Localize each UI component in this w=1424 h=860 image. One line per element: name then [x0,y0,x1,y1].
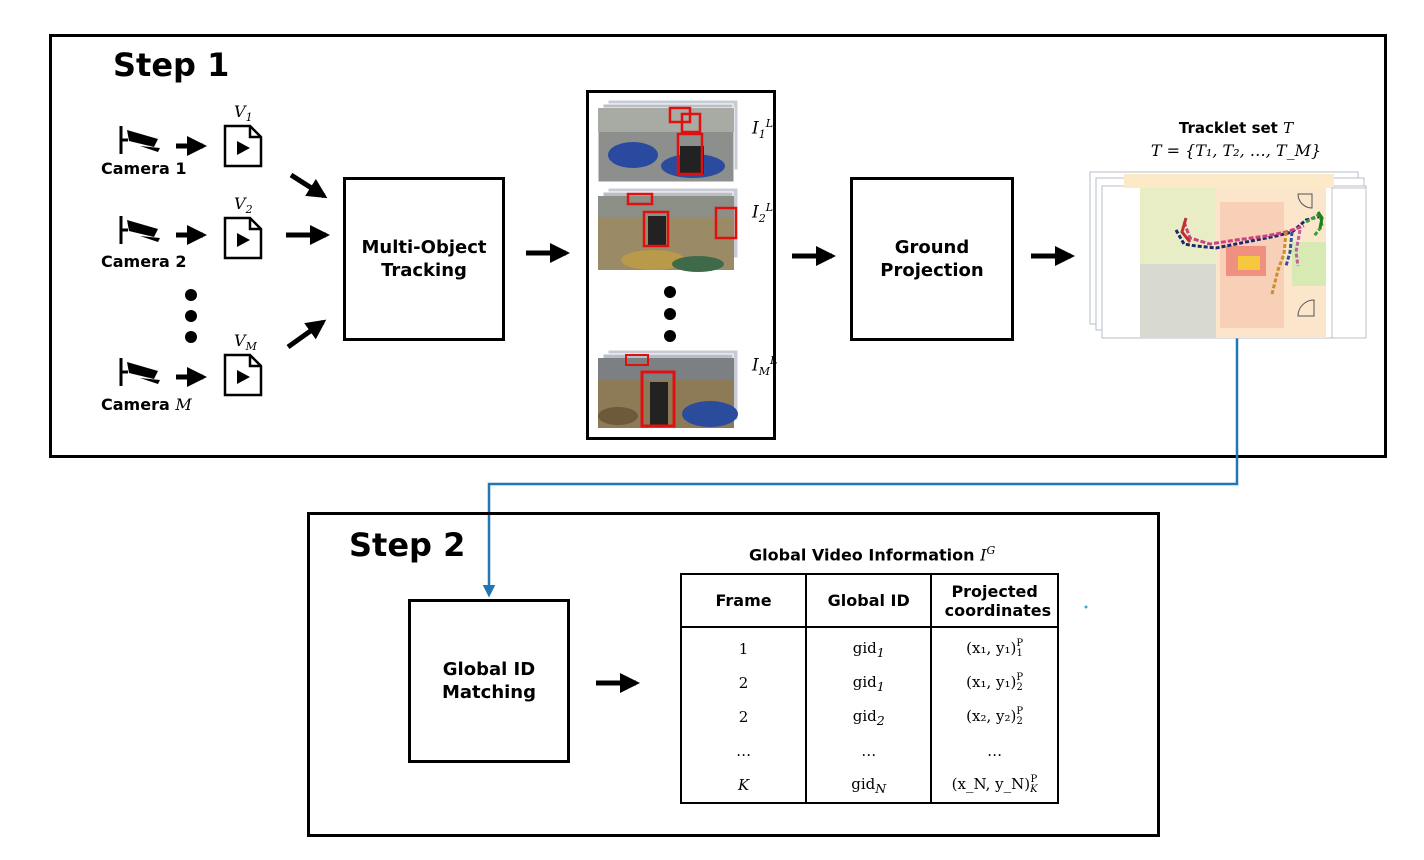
header-frame: Frame [679,573,808,628]
frame-M-label: IML [752,354,778,379]
camera-icon [119,126,160,154]
frame-stack-2 [598,188,739,272]
video-M-label: VM [234,331,257,354]
cell-gid: gidN [805,768,933,804]
cell-coord: … [930,734,1059,768]
tracklet-set-formula: T = {T₁, T₂, …, T_M} [1150,141,1322,160]
frame-dots [664,286,676,342]
cell-gid: gid1 [805,666,933,700]
step2-panel [307,512,1160,837]
video-file-icon [223,353,263,397]
video-file-icon [223,124,263,168]
cell-frame: 2 [679,700,808,734]
step1-title: Step 1 [113,46,230,84]
camera-2-label: Camera 2 [101,252,187,271]
cell-frame: 1 [679,627,808,666]
cell-gid: gid2 [805,700,933,734]
cell-gid: gid1 [805,627,933,666]
camera-1-label: Camera 1 [101,159,187,178]
global-video-info-title: Global Video Information IG [749,544,996,565]
global-video-info-table: Frame Global ID Projected coordinates 1 … [679,573,1059,804]
frame-1-label: I1L [752,117,774,142]
header-global-id: Global ID [805,573,933,628]
tracklet-set-title: Tracklet set T [1178,119,1294,137]
cell-frame: … [679,734,808,768]
step1-panel [49,34,1387,458]
frame-stack-1 [598,100,739,183]
connector-tracklet-to-matching [482,338,1239,598]
cell-frame: 2 [679,666,808,700]
video-2-label: V2 [234,194,253,217]
cell-frame: K [679,768,808,804]
arrow-video1-mot [289,172,328,199]
tracklet-map [1089,171,1367,339]
frame-2-label: I2L [752,201,774,226]
video-1-label: V1 [234,102,253,125]
cell-gid: … [805,734,933,768]
camera-icon [119,216,160,244]
camera-dots [185,289,197,301]
camera-M-label: Camera M [101,395,192,414]
step2-title: Step 2 [349,526,466,564]
header-projected-coordinates: Projected coordinates [930,573,1059,628]
arrow-videoM-mot [286,319,327,350]
frame-stack-M [598,350,739,428]
stray-dot [1084,605,1088,609]
video-file-icon [223,216,263,260]
table-row: … … … [679,734,1059,768]
camera-icon [119,358,160,386]
